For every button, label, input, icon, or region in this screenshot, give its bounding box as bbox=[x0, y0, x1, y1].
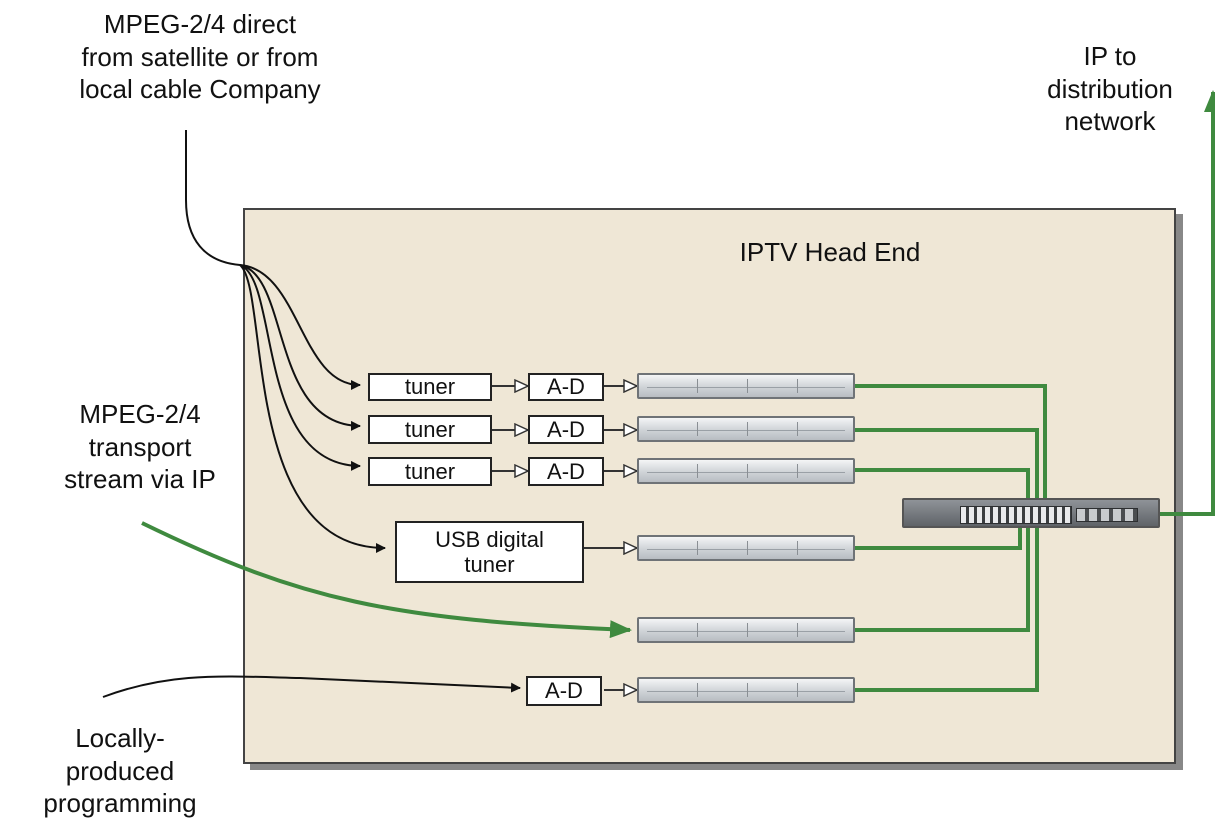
feed-to-tuner-2 bbox=[239, 264, 361, 431]
rack-server-icon bbox=[637, 458, 855, 484]
server2-uplink bbox=[855, 428, 1039, 514]
feed-to-usb-tuner bbox=[239, 264, 386, 553]
distribution-output-label: IP to distribution network bbox=[1020, 40, 1200, 138]
output-line-1: IP to bbox=[1083, 41, 1137, 71]
satellite-feed-lines bbox=[185, 130, 386, 553]
output-line-2: distribution bbox=[1047, 73, 1173, 104]
output-line-3: network bbox=[1064, 106, 1156, 136]
ad-converter-box-2: A-D bbox=[528, 415, 604, 444]
transport-stream-label: MPEG-2/4 transport stream via IP bbox=[20, 398, 260, 496]
local-line-1: Locally- bbox=[75, 723, 165, 753]
server6-uplink bbox=[855, 514, 1039, 692]
ad-converter-box-3: A-D bbox=[528, 457, 604, 486]
server1-uplink bbox=[855, 384, 1047, 514]
tuner-box-3: tuner bbox=[368, 457, 492, 486]
switch-to-distribution-line bbox=[1115, 90, 1215, 516]
rack-server-icon bbox=[637, 677, 855, 703]
local-programming-label: Locally- produced programming bbox=[10, 722, 230, 820]
ad-converter-box-1: A-D bbox=[528, 373, 604, 401]
local-line-3: programming bbox=[43, 788, 197, 818]
local-programming-line bbox=[102, 675, 521, 698]
feed-to-tuner-1 bbox=[239, 264, 361, 390]
switch-ports bbox=[960, 506, 1072, 524]
satellite-trunk-line bbox=[185, 130, 241, 266]
transport-stream-ip-line bbox=[141, 521, 632, 639]
usb-digital-tuner-box: USB digital tuner bbox=[395, 521, 584, 583]
ad-converter-box-4: A-D bbox=[526, 676, 602, 706]
network-switch-icon bbox=[902, 498, 1160, 528]
rack-server-icon bbox=[637, 617, 855, 643]
usb-tuner-line-2: tuner bbox=[464, 552, 515, 577]
usb-tuner-line-1: USB digital bbox=[435, 526, 544, 552]
headend-title: IPTV Head End bbox=[739, 237, 921, 267]
rack-server-icon bbox=[637, 416, 855, 442]
satellite-source-line-1: MPEG-2/4 direct bbox=[103, 9, 297, 39]
internal-arrows bbox=[492, 386, 637, 690]
transport-line-1: MPEG-2/4 bbox=[79, 399, 201, 429]
tuner-box-1: tuner bbox=[368, 373, 492, 401]
local-line-2: produced bbox=[65, 755, 175, 786]
feed-to-tuner-3 bbox=[239, 264, 361, 471]
satellite-source-label: MPEG-2/4 direct from satellite or from l… bbox=[20, 8, 380, 106]
transport-line-3: stream via IP bbox=[64, 464, 216, 494]
rack-server-icon bbox=[637, 535, 855, 561]
headend-panel bbox=[243, 208, 1176, 764]
server5-uplink bbox=[855, 514, 1030, 632]
transport-line-2: transport bbox=[88, 431, 192, 462]
switch-uplink-ports bbox=[1076, 508, 1138, 522]
tuner-box-2: tuner bbox=[368, 415, 492, 444]
satellite-source-line-3: local cable Company bbox=[79, 74, 321, 104]
satellite-source-line-2: from satellite or from bbox=[81, 41, 319, 72]
rack-server-icon bbox=[637, 373, 855, 399]
